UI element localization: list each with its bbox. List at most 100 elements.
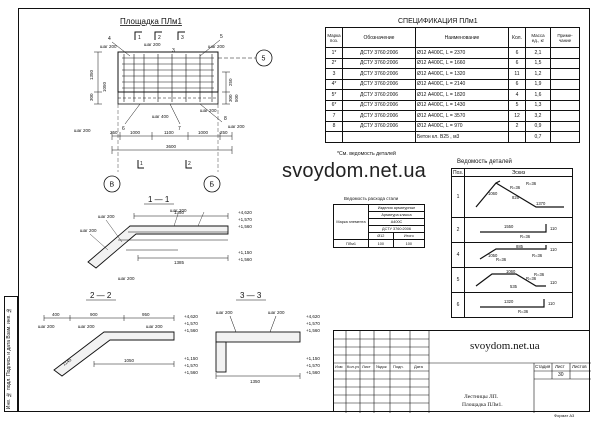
- spec-cell: [550, 120, 580, 132]
- detail-bar-shape: [480, 299, 545, 308]
- plan-dim-right-1: 250: [228, 78, 233, 86]
- s11-level-5: +1,560: [238, 257, 252, 262]
- tb-col-doc: №док: [376, 364, 387, 369]
- detail-sketch-label: 1050: [488, 253, 498, 258]
- spec-header-cell: Кол.: [508, 27, 526, 48]
- s22-step-2: шаг 200: [78, 324, 95, 329]
- detail-sketch-label: R=36: [526, 181, 537, 186]
- plan-step-6: шаг 200: [200, 108, 217, 113]
- spec-cell: 2: [508, 120, 526, 132]
- details-pos: 1: [451, 176, 465, 218]
- s11-level-3: +1,560: [238, 224, 252, 229]
- s33-level-5: +1,570: [306, 363, 320, 368]
- s22-step-3: шаг 200: [146, 324, 163, 329]
- plan-step-3: шаг 200: [208, 44, 225, 49]
- s11-step-1: шаг 200: [80, 228, 97, 233]
- s33-level-1: +4,620: [306, 314, 320, 319]
- spec-note: *См. ведомость деталей: [337, 151, 396, 157]
- spec-cell: [342, 131, 416, 143]
- spec-cell: ДСТУ 3760:2006: [342, 89, 416, 101]
- s11-dim-1350: 1350: [174, 210, 185, 215]
- spec-cell: 1,9: [525, 78, 551, 90]
- plan-label-2b: 2: [188, 161, 191, 167]
- tb-col-izm: Изм: [335, 364, 343, 369]
- detail-sketch-label: R=36: [532, 253, 543, 258]
- s22-level-4: +1,150: [184, 356, 198, 361]
- detail-sketch-label: R=36: [526, 276, 537, 281]
- s11-level-4: +1,150: [238, 250, 252, 255]
- s33-level-3: +1,560: [306, 328, 320, 333]
- plan-dim-right-3: 500: [234, 94, 239, 102]
- titleblock-site: svoydom.net.ua: [470, 340, 540, 352]
- plan-label-7: 7: [178, 126, 181, 132]
- s11-dim-1385: 1385: [174, 260, 185, 265]
- spec-cell: 1*: [325, 47, 343, 59]
- spec-cell: Ø12 А400С, L = 1320: [415, 68, 509, 80]
- plan-axis-5: 5: [262, 56, 266, 63]
- details-pos: 2: [451, 217, 465, 243]
- plan-dim-b5: 250: [220, 130, 228, 135]
- plan-label-4: 4: [108, 36, 111, 42]
- spec-cell: [550, 78, 580, 90]
- s33-dim-1350: 1350: [250, 379, 261, 384]
- spec-cell: ДСТУ 3760:2006: [342, 68, 416, 80]
- spec-header-cell: Приме- чание: [550, 27, 580, 48]
- detail-sketch-label: 110: [550, 226, 557, 231]
- plan-step-1: шаг 200: [100, 44, 117, 49]
- spec-cell: [550, 89, 580, 101]
- steel-h1: Изделия арматурные: [368, 204, 425, 212]
- plan-step-2: шаг 200: [144, 42, 161, 47]
- spec-cell: 2*: [325, 57, 343, 69]
- tb-col-date: Дата: [414, 364, 423, 369]
- s11-step-3: шаг 200: [170, 208, 187, 213]
- detail-sketch-label: R=36: [520, 234, 531, 239]
- spec-cell: 4*: [325, 78, 343, 90]
- spec-cell: [508, 131, 526, 143]
- spec-cell: ДСТУ 3760:2006: [342, 78, 416, 90]
- section11-title: 1 — 1: [148, 195, 170, 204]
- detail-sketch-label: 1060: [506, 269, 516, 274]
- spec-cell: ДСТУ 3760:2006: [342, 57, 416, 69]
- spec-cell: ДСТУ 3760:2006: [342, 110, 416, 122]
- section33-title: 3 — 3: [240, 291, 262, 300]
- steel-col-mark: Марка элемента: [333, 204, 369, 240]
- spec-cell: Ø12 А400С, L = 2370: [415, 47, 509, 59]
- tb-sheet-no: 30: [558, 372, 564, 378]
- spec-cell: Ø12 А400С, L = 3570: [415, 110, 509, 122]
- spec-cell: [550, 68, 580, 80]
- steel-h3: А400С: [368, 218, 425, 226]
- details-pos: 6: [451, 292, 465, 318]
- s33-level-4: +1,150: [306, 356, 320, 361]
- spec-header-cell: Наименование: [415, 27, 509, 48]
- spec-cell: 0,9: [525, 120, 551, 132]
- section-2-2: 2 — 2 400 900 950 шаг 200 шаг 200 шаг 20…: [38, 291, 198, 377]
- plan-dim-total: 3600: [166, 144, 177, 149]
- spec-cell: Ø12 А400С, L = 970: [415, 120, 509, 132]
- plan-step-7: шаг 200: [228, 124, 245, 129]
- detail-sketch-label: 825: [512, 195, 520, 200]
- tb-col-kol: Кол.уч: [347, 364, 359, 369]
- detail-bar-shape: [480, 224, 547, 233]
- spec-cell: 1,3: [525, 99, 551, 111]
- details-header-pos: Поз.: [451, 168, 465, 177]
- spec-cell: 6: [508, 57, 526, 69]
- s11-step-2: шаг 200: [98, 214, 115, 219]
- spec-cell: 12: [508, 110, 526, 122]
- plan-dim-b2: 1000: [130, 130, 141, 135]
- s22-dim-1050: 1050: [124, 358, 135, 363]
- steel-row-val: 100: [368, 239, 394, 248]
- s22-level-1: +4,620: [184, 314, 198, 319]
- detail-sketch-label: 1370: [536, 201, 546, 206]
